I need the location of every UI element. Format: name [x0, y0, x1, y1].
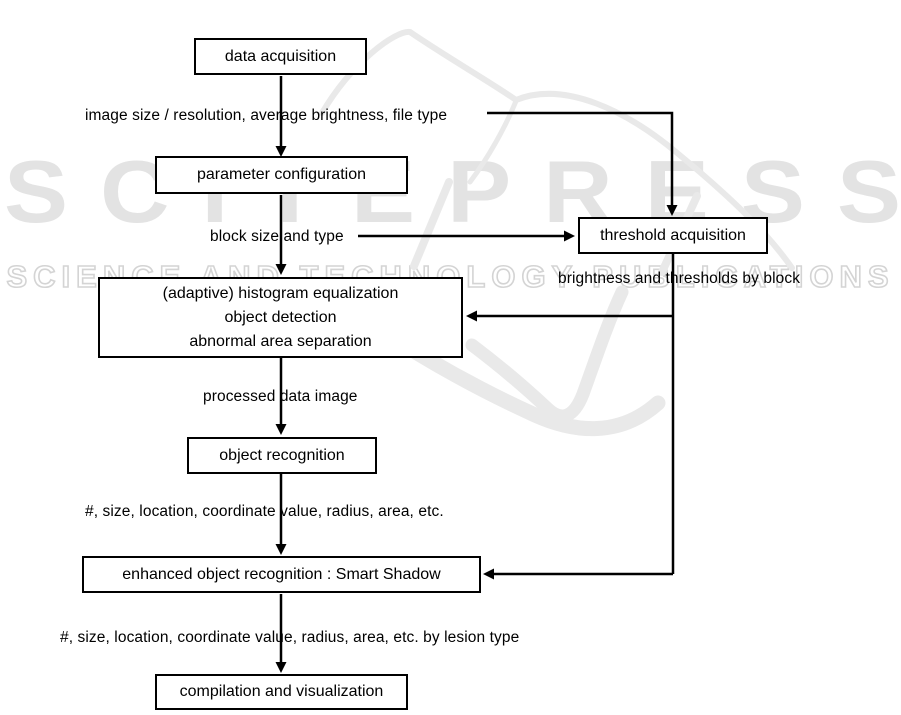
wm-letter: P	[447, 143, 512, 242]
edge-label-block-size: block size and type	[210, 228, 344, 245]
processing-line-1: (adaptive) histogram equalization	[162, 284, 399, 302]
edge-label-object-attributes: #, size, location, coordinate value, rad…	[85, 503, 444, 520]
arrowhead	[275, 662, 287, 673]
arrowhead	[483, 568, 494, 580]
node-object-recognition: object recognition	[187, 437, 377, 474]
processing-line-2: object detection	[224, 308, 337, 326]
edge-label-processed-image: processed data image	[203, 388, 358, 405]
node-enhanced-object-recognition: enhanced object recognition : Smart Shad…	[82, 556, 481, 593]
node-threshold-acquisition: threshold acquisition	[578, 217, 768, 254]
arrowhead	[275, 424, 287, 435]
arrowhead	[666, 205, 678, 216]
edge-label-lesion-attributes: #, size, location, coordinate value, rad…	[60, 629, 520, 646]
node-data-acquisition: data acquisition	[194, 38, 367, 75]
wm-letter: S	[4, 143, 69, 242]
arrowhead	[275, 544, 287, 555]
node-processing-steps: (adaptive) histogram equalization object…	[98, 277, 463, 358]
edge-label-image-size: image size / resolution, average brightn…	[85, 107, 448, 124]
logo-slash-left	[410, 178, 453, 270]
node-parameter-configuration: parameter configuration	[155, 156, 408, 194]
wm-letter: S	[836, 143, 901, 242]
arrowhead	[275, 264, 287, 275]
arrowhead	[564, 230, 575, 242]
arrow-filetype-to-threshold	[487, 111, 674, 206]
node-compilation-visualization: compilation and visualization	[155, 674, 408, 710]
edge-label-brightness-thresholds: brightness and thresholds by block	[558, 270, 801, 287]
arrowhead	[466, 310, 477, 322]
processing-line-3: abnormal area separation	[189, 332, 372, 350]
logo-checkmark	[465, 285, 629, 423]
arrowhead	[275, 146, 287, 157]
logo-leaf-vein	[467, 98, 519, 185]
logo-leaf-outline	[319, 28, 795, 271]
